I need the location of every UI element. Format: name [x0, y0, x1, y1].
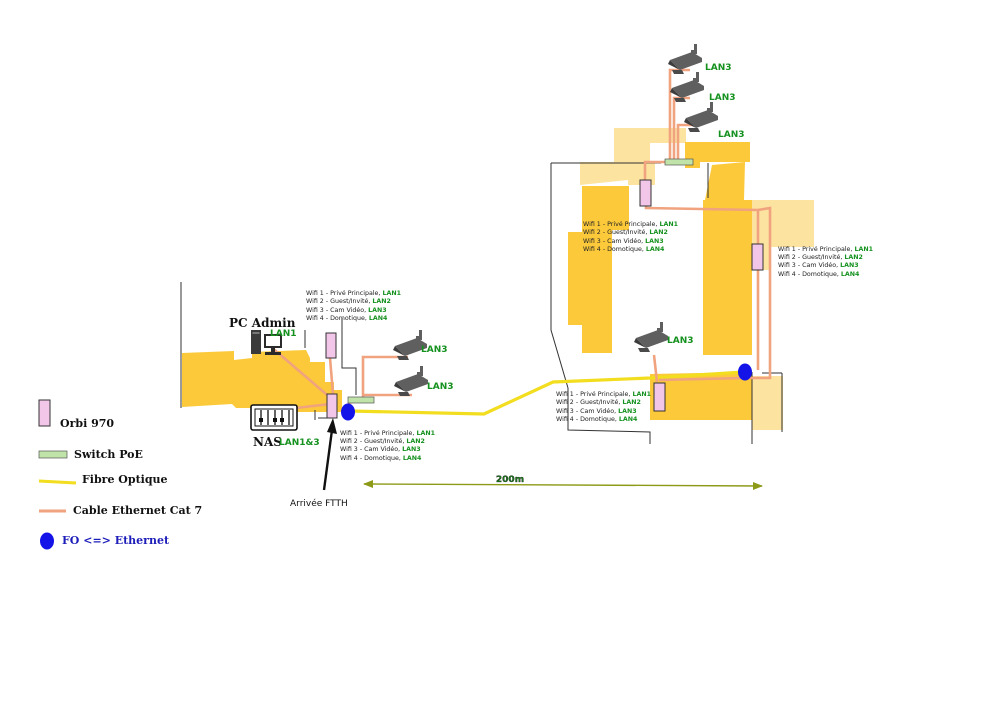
left-building-outline: [180, 282, 357, 420]
svg-text:Wifi 1 - Privé Principale, LAN: Wifi 1 - Privé Principale, LAN1: [583, 220, 678, 228]
legend-fiber-swatch: [38, 479, 77, 485]
svg-text:Wifi 3 - Cam Vidéo, LAN3: Wifi 3 - Cam Vidéo, LAN3: [583, 237, 664, 245]
svg-text:Wifi 1 - Privé Principale, LAN: Wifi 1 - Privé Principale, LAN1: [340, 429, 435, 437]
camera-5-lan: LAN3: [427, 382, 454, 392]
svg-text:Wifi 3 - Cam Vidéo, LAN3: Wifi 3 - Cam Vidéo, LAN3: [340, 445, 421, 453]
svg-text:Wifi 4 - Domotique, LAN4: Wifi 4 - Domotique, LAN4: [306, 315, 388, 322]
fiber-optic-link: [349, 370, 745, 416]
orbi-right-top: [639, 179, 652, 207]
svg-text:Wifi 3 - Cam Vidéo, LAN3: Wifi 3 - Cam Vidéo, LAN3: [306, 306, 387, 314]
svg-text:Wifi 4 - Domotique, LAN4: Wifi 4 - Domotique, LAN4: [340, 455, 422, 462]
legend: Orbi 970 Switch PoE Fibre Optique Cable …: [38, 399, 202, 550]
svg-text:Wifi 4 - Domotique, LAN4: Wifi 4 - Domotique, LAN4: [583, 246, 665, 253]
left-building-footprint: [182, 350, 342, 412]
orbi-right-bottom: [653, 382, 666, 412]
legend-ethernet-label: Cable Ethernet Cat 7: [73, 504, 202, 517]
camera-6-lan: LAN3: [667, 336, 694, 346]
right-building-wings: [568, 142, 752, 420]
camera-5: [394, 366, 428, 396]
svg-text:Wifi 2 - Guest/Invité, LAN2: Wifi 2 - Guest/Invité, LAN2: [556, 398, 641, 406]
nas-label: NAS: [253, 435, 282, 449]
svg-text:Wifi 2 - Guest/Invité, LAN2: Wifi 2 - Guest/Invité, LAN2: [340, 437, 425, 445]
svg-text:Wifi 1 - Privé Principale, LAN: Wifi 1 - Privé Principale, LAN1: [778, 245, 873, 253]
wifi-block-right-top: Wifi 1 - Privé Principale, LAN1 Wifi 2 -…: [583, 220, 678, 253]
pc-admin-label: PC Admin: [229, 316, 296, 330]
pc-admin-lan-label: LAN1: [270, 329, 297, 339]
camera-2-lan: LAN3: [709, 93, 736, 103]
wifi-block-left-upper: Wifi 1 - Privé Principale, LAN1 Wifi 2 -…: [306, 289, 401, 322]
legend-switch-label: Switch PoE: [74, 448, 143, 461]
nas-device-icon: [250, 404, 298, 431]
orbi-left-upper: [325, 332, 337, 359]
orbi-units: [325, 179, 764, 419]
wifi-block-right-bottom: Wifi 1 - Privé Principale, LAN1 Wifi 2 -…: [556, 390, 651, 423]
fo-ethernet-converter-left: [341, 403, 355, 421]
distance-label: 200m: [496, 475, 524, 485]
orbi-left-main: [326, 393, 338, 419]
legend-switch-swatch: [38, 450, 68, 459]
left-building: [180, 282, 357, 420]
legend-orbi-swatch: [38, 399, 51, 427]
orbi-right-side: [751, 243, 764, 271]
legend-orbi-label: Orbi 970: [60, 417, 114, 430]
camera-6: [634, 322, 668, 352]
pc-admin-computer-icon: [251, 330, 282, 355]
distance-arrow: [363, 480, 763, 490]
switch-poe-left: [347, 396, 375, 404]
svg-text:Wifi 2 - Guest/Invité, LAN2: Wifi 2 - Guest/Invité, LAN2: [306, 297, 391, 305]
svg-text:Wifi 4 - Domotique, LAN4: Wifi 4 - Domotique, LAN4: [556, 416, 638, 423]
wifi-block-left-main: Wifi 1 - Privé Principale, LAN1 Wifi 2 -…: [340, 429, 435, 462]
ftth-label: Arrivée FTTH: [290, 498, 348, 509]
right-building: [550, 128, 814, 444]
svg-text:Wifi 4 - Domotique, LAN4: Wifi 4 - Domotique, LAN4: [778, 271, 860, 278]
camera-3-lan: LAN3: [718, 130, 745, 140]
legend-fiber-label: Fibre Optique: [82, 473, 168, 486]
right-building-outline: [550, 162, 783, 444]
fo-ethernet-converter-right: [738, 363, 752, 381]
nas-lan-label: LAN1&3: [279, 438, 320, 448]
svg-text:Wifi 1 - Privé Principale, LAN: Wifi 1 - Privé Principale, LAN1: [306, 289, 401, 297]
wifi-block-right-side: Wifi 1 - Privé Principale, LAN1 Wifi 2 -…: [778, 245, 873, 278]
camera-1-lan: LAN3: [705, 63, 732, 73]
camera-4-lan: LAN3: [421, 345, 448, 355]
right-building-light-areas: [580, 128, 814, 430]
legend-converter-label: FO <=> Ethernet: [62, 534, 170, 547]
svg-text:Wifi 3 - Cam Vidéo, LAN3: Wifi 3 - Cam Vidéo, LAN3: [778, 261, 859, 269]
switch-poe-right: [664, 158, 694, 166]
svg-text:Wifi 3 - Cam Vidéo, LAN3: Wifi 3 - Cam Vidéo, LAN3: [556, 407, 637, 415]
svg-text:Wifi 2 - Guest/Invité, LAN2: Wifi 2 - Guest/Invité, LAN2: [778, 253, 863, 261]
ftth-arrow: [322, 418, 337, 491]
camera-3: [684, 102, 718, 132]
svg-text:Wifi 1 - Privé Principale, LAN: Wifi 1 - Privé Principale, LAN1: [556, 390, 651, 398]
svg-text:Wifi 2 - Guest/Invité, LAN2: Wifi 2 - Guest/Invité, LAN2: [583, 228, 668, 236]
legend-converter-swatch: [40, 532, 54, 550]
